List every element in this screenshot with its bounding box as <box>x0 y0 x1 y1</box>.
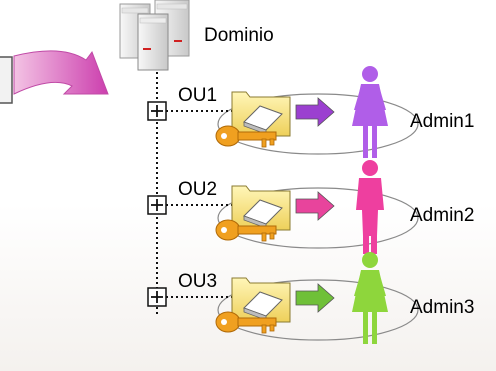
server-icon <box>119 0 190 71</box>
domain-label: Dominio <box>204 25 274 46</box>
ou-row <box>147 66 419 158</box>
delegation-arrow <box>295 191 335 221</box>
ou-row <box>147 252 419 344</box>
admin-label: Admin2 <box>410 205 475 226</box>
delegation-arrow <box>295 283 335 313</box>
big-curved-arrow <box>13 50 109 95</box>
admin-label: Admin1 <box>410 111 475 132</box>
admin-person-icon <box>352 66 388 158</box>
ou-label: OU1 <box>178 85 218 106</box>
admin-label: Admin3 <box>410 297 475 318</box>
key-icon <box>215 311 277 334</box>
folder-icon <box>231 91 291 137</box>
delegation-ellipse <box>217 187 419 249</box>
folder-icon <box>231 185 291 231</box>
expand-plus-icon[interactable] <box>147 195 167 215</box>
key-icon <box>215 219 277 242</box>
expand-plus-icon[interactable] <box>147 101 167 121</box>
admin-person-icon <box>352 252 388 344</box>
offscreen-object-icon <box>0 56 13 104</box>
ou-row <box>147 160 419 254</box>
folder-icon <box>231 277 291 323</box>
admin-person-icon <box>356 160 384 254</box>
delegation-ellipse <box>217 93 419 155</box>
key-icon <box>215 125 277 148</box>
ou-label: OU2 <box>178 179 218 200</box>
delegation-ellipse <box>217 279 419 341</box>
expand-plus-icon[interactable] <box>147 287 167 307</box>
delegation-arrow <box>295 97 335 127</box>
ou-label: OU3 <box>178 271 218 292</box>
